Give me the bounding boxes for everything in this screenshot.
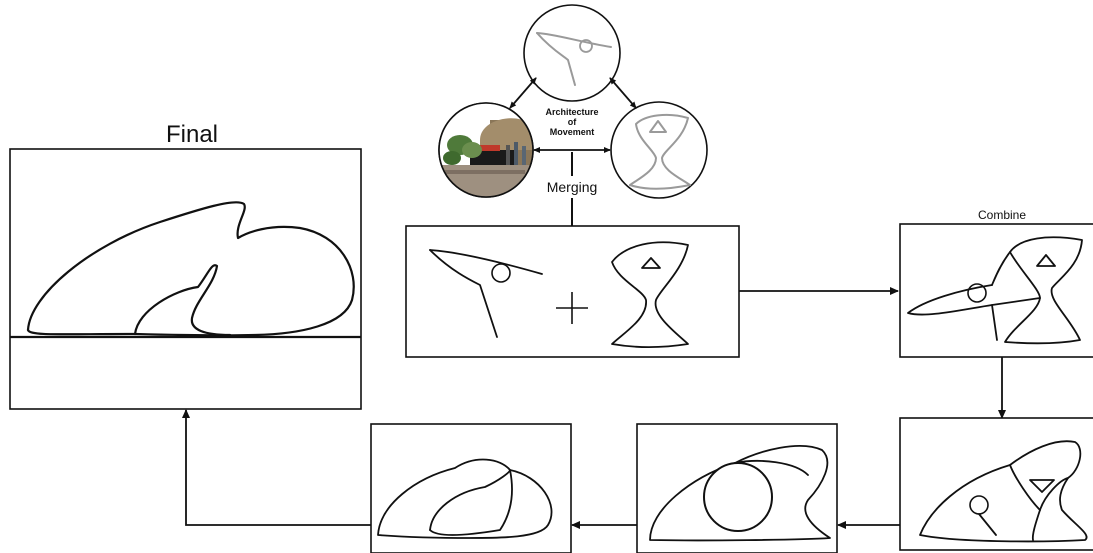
arrow-photo-top bbox=[509, 77, 537, 109]
step-right-sketch bbox=[919, 440, 1088, 543]
combine-label: Combine bbox=[978, 208, 1026, 222]
plus-icon bbox=[556, 292, 588, 324]
step-left-sketch bbox=[377, 458, 553, 539]
sketch-circle-top bbox=[523, 4, 621, 102]
center-label-line2: of bbox=[568, 117, 577, 127]
center-label-line3: Movement bbox=[550, 127, 595, 137]
arrow-top-right bbox=[609, 77, 637, 109]
step-panel-right bbox=[899, 417, 1093, 551]
arrow-to-final bbox=[182, 409, 371, 526]
right-sketch bbox=[629, 113, 691, 190]
step-middle-sketch bbox=[649, 445, 831, 542]
final-panel bbox=[9, 148, 362, 410]
sketch-circle-right bbox=[610, 101, 708, 199]
merging-label: Merging bbox=[547, 179, 598, 195]
center-label-line1: Architecture bbox=[545, 107, 598, 117]
combine-sketch bbox=[907, 236, 1083, 345]
merge-panel bbox=[405, 225, 740, 358]
merge-left-sketch bbox=[429, 249, 543, 338]
final-shape bbox=[26, 201, 355, 337]
final-title: Final bbox=[166, 121, 218, 148]
top-sketch bbox=[536, 32, 612, 86]
merge-right-sketch bbox=[611, 241, 689, 348]
